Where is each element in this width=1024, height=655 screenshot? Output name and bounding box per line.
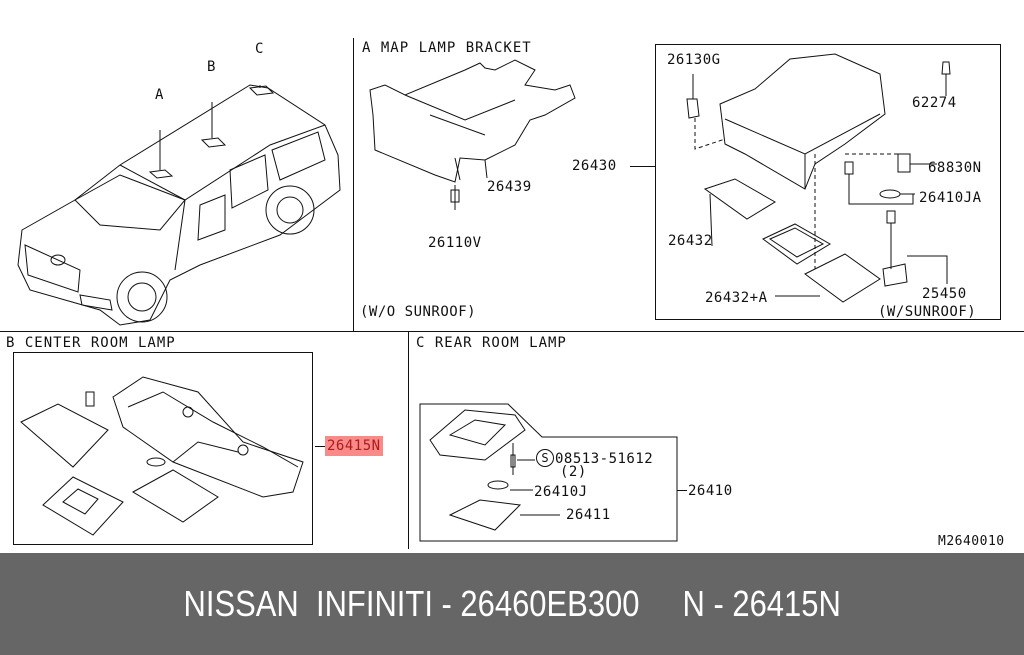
part-label-26410j[interactable]: 26410J [534,484,588,500]
divider-horizontal [0,331,1024,332]
note-with-sunroof: (W/SUNROOF) [878,304,977,320]
part-label-26410[interactable]: 26410 [688,483,733,499]
location-label-c: C [255,41,265,57]
location-label-a: A [155,87,165,103]
rear-lamp-drawing-icon [429,409,560,531]
center-lamp-drawing-icon [20,376,304,536]
footer-part-text: NISSAN INFINITI - 26460EB300 N - 26415N [183,583,841,624]
part-label-26415n[interactable]: 26415N [325,436,383,456]
drawing-code: M2640010 [938,534,1005,549]
leader-26430 [630,166,655,167]
part-label-26410ja[interactable]: 26410JA [919,190,982,206]
part-label-26110v[interactable]: 26110V [428,235,482,251]
bracket-drawing-icon [369,59,576,210]
part-label-26130g[interactable]: 26130G [667,52,721,68]
part-label-26411[interactable]: 26411 [566,507,611,523]
map-lamp-box [655,44,1001,320]
location-label-b: B [207,59,217,75]
section-b-title: B CENTER ROOM LAMP [6,335,176,351]
center-lamp-box [13,352,313,545]
divider-top-vertical [353,38,354,331]
screw-quantity: (2) [560,464,587,480]
leader-26410 [677,490,687,491]
screw-symbol-icon: S [536,449,554,467]
rear-lamp-box-outline [419,403,678,542]
part-label-08513-51612[interactable]: 08513-51612 [555,451,654,467]
note-without-sunroof: (W/O SUNROOF) [360,304,477,320]
part-label-62274[interactable]: 62274 [912,95,957,111]
map-lamp-drawing-icon [686,53,951,303]
section-a-title: A MAP LAMP BRACKET [362,40,532,56]
suv-drawing-icon [17,84,341,326]
callout-leader [315,445,325,447]
section-c-title: C REAR ROOM LAMP [416,335,567,351]
part-label-25450[interactable]: 25450 [922,286,967,302]
part-label-26430[interactable]: 26430 [572,158,617,174]
part-label-26432a[interactable]: 26432+A [705,290,768,306]
footer-banner: NISSAN INFINITI - 26460EB300 N - 26415N [0,553,1024,655]
part-label-68830n[interactable]: 68830N [928,160,982,176]
divider-bottom-vertical [408,331,409,549]
part-label-26432[interactable]: 26432 [668,233,713,249]
part-callout-26415n[interactable]: 26415N [315,436,383,456]
part-label-26439[interactable]: 26439 [487,179,532,195]
